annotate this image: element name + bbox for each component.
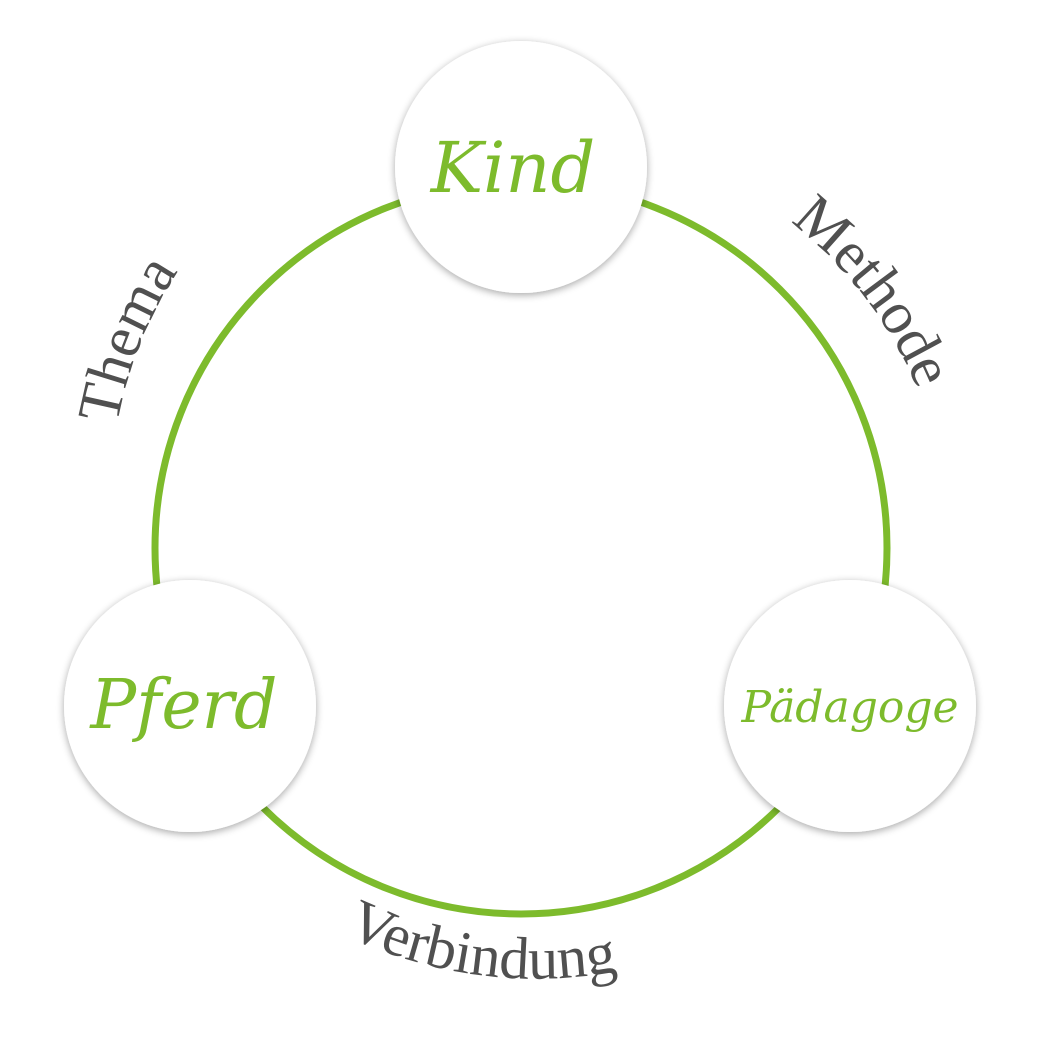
arc-label-thema: Thema: [65, 243, 189, 427]
node-label-pferd: Pferd: [88, 666, 277, 745]
node-circle-paedagoge: [724, 580, 976, 832]
node-kind: Kind: [395, 41, 647, 293]
arc-label-methode: Methode: [782, 182, 967, 395]
arc-label-verbindung: Verbindung: [340, 887, 620, 992]
node-label-kind: Kind: [429, 127, 596, 209]
node-label-paedagoge: Pädagoge: [740, 682, 958, 733]
node-circle-kind: [395, 41, 647, 293]
node-circle-pferd: [64, 580, 316, 832]
node-paedagoge: Pädagoge: [724, 580, 976, 832]
node-pferd: Pferd: [64, 580, 316, 832]
